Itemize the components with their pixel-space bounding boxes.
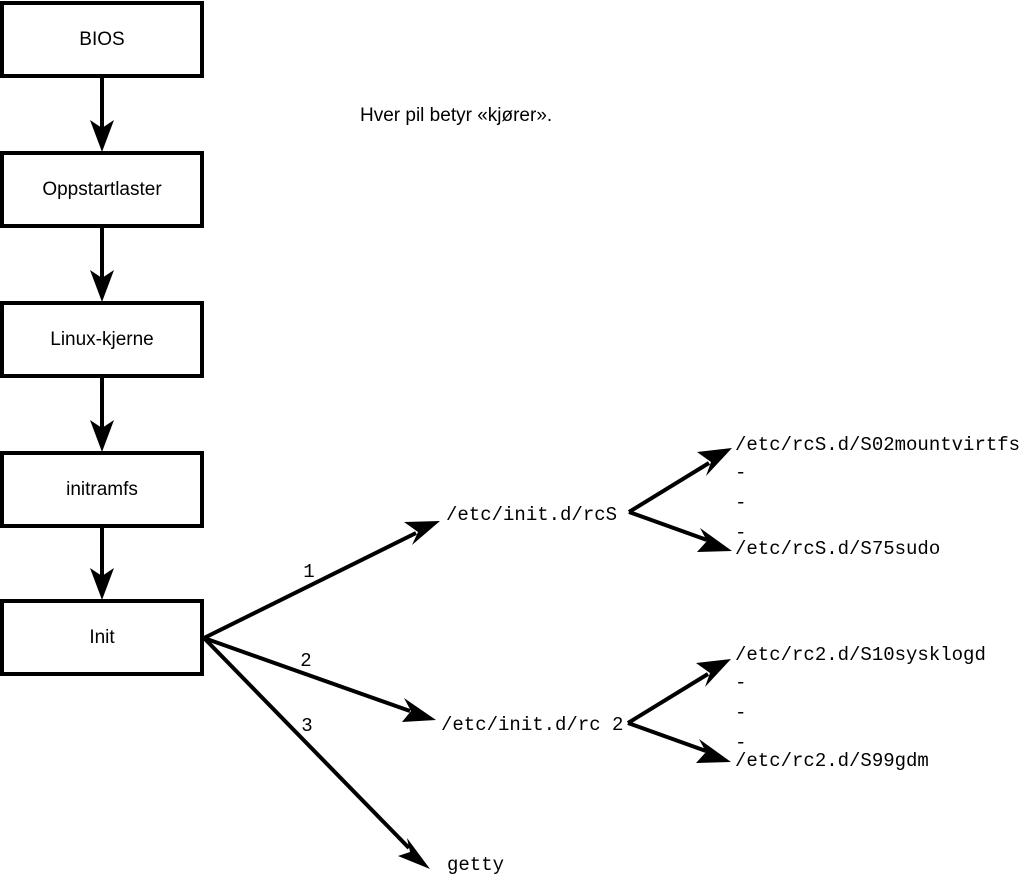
- node-kernel[interactable]: Linux-kjerne: [0, 301, 204, 378]
- label-rc2-script-last[interactable]: /etc/rc2.d/S99gdm: [735, 750, 929, 772]
- node-bios-label: BIOS: [79, 29, 124, 50]
- node-kernel-label: Linux-kjerne: [50, 329, 154, 350]
- node-bios-rect: [0, 1, 204, 78]
- node-init[interactable]: Init: [0, 599, 204, 676]
- edge-init-branch-2: 2: [203, 636, 436, 722]
- label-rcs-ellipsis-2: -: [735, 492, 746, 514]
- edge-label-1: 1: [303, 561, 314, 583]
- node-init-label: Init: [89, 627, 115, 648]
- label-rcs-ellipsis-1: -: [735, 462, 746, 484]
- arrowhead-initramfs-init: [90, 568, 114, 600]
- arrowhead-bios-bootloader: [90, 120, 114, 152]
- node-initramfs[interactable]: initramfs: [0, 451, 204, 528]
- label-rc2-ellipsis-3: -: [735, 732, 746, 754]
- diagram-note: Hver pil betyr «kjører».: [360, 105, 552, 126]
- arrowhead-rc2-first: [696, 659, 731, 687]
- label-rcs-ellipsis-3: -: [735, 522, 746, 544]
- node-bios[interactable]: BIOS: [0, 1, 204, 78]
- edge-kernel-to-initramfs: [90, 376, 114, 452]
- edge-rcs-to-first-script: [627, 448, 732, 514]
- arrowhead-rc2-last: [696, 739, 731, 763]
- edge-bios-to-bootloader: [90, 76, 114, 152]
- label-rc2-script-first[interactable]: /etc/rc2.d/S10sysklogd: [735, 644, 986, 666]
- label-init-d-rc2[interactable]: /etc/init.d/rc 2: [441, 714, 623, 736]
- edge-rcs-to-last-script: [628, 510, 732, 552]
- edge-label-2: 2: [300, 650, 311, 672]
- edge-init-branch-3: 3: [202, 636, 430, 869]
- edge-initramfs-to-init: [90, 526, 114, 600]
- node-initramfs-rect: [0, 451, 204, 528]
- arrowhead-bootloader-kernel: [90, 270, 114, 302]
- label-rcs-script-first[interactable]: /etc/rcS.d/S02mountvirtfs: [735, 434, 1020, 456]
- node-bootloader-label: Oppstartlaster: [42, 179, 162, 200]
- arrowhead-branch-2: [402, 698, 436, 722]
- arrowhead-rcs-last: [697, 528, 732, 552]
- arrowhead-kernel-initramfs: [90, 420, 114, 452]
- edge-init-branch-1: 1: [203, 521, 440, 640]
- label-getty[interactable]: getty: [447, 854, 504, 875]
- label-init-d-rcs[interactable]: /etc/init.d/rcS: [446, 504, 617, 526]
- label-rc2-ellipsis-1: -: [735, 672, 746, 694]
- edge-rc2-to-first-script: [626, 659, 731, 725]
- label-rc2-ellipsis-2: -: [735, 702, 746, 724]
- arrowhead-rcs-first: [697, 448, 732, 476]
- node-bootloader[interactable]: Oppstartlaster: [0, 151, 204, 228]
- arrowhead-branch-1: [404, 521, 440, 545]
- edge-label-3: 3: [301, 715, 312, 737]
- edge-bootloader-to-kernel: [90, 226, 114, 302]
- arrowhead-branch-3: [398, 838, 430, 869]
- edge-rc2-to-last-script: [627, 721, 731, 763]
- node-initramfs-label: initramfs: [66, 479, 138, 500]
- node-init-rect: [0, 599, 204, 676]
- label-rcs-script-last[interactable]: /etc/rcS.d/S75sudo: [735, 538, 940, 560]
